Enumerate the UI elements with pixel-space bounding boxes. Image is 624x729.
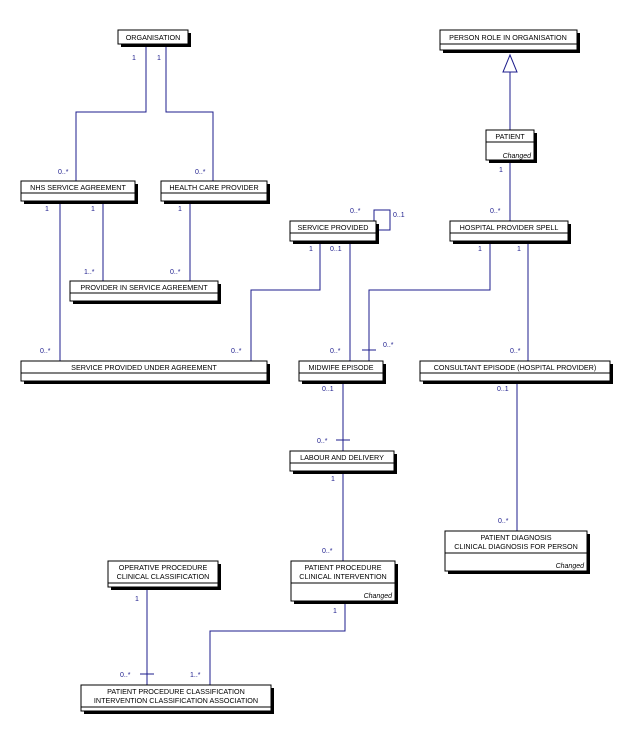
mult-lad-mw: 0..* <box>317 438 328 445</box>
class-name-nhs-service-agreement: NHS SERVICE AGREEMENT <box>30 183 126 192</box>
class-provider-in-service-agreement[interactable]: PROVIDER IN SERVICE AGREEMENT <box>69 280 221 304</box>
class-name-classification-association-line1: PATIENT PROCEDURE CLASSIFICATION <box>107 687 245 696</box>
mult-sp-self-many: 0..* <box>350 208 361 215</box>
assoc-organisation-health-care-provider <box>165 46 214 181</box>
mult-nhs-spua: 1 <box>45 206 49 213</box>
class-service-provided-under-agreement[interactable]: SERVICE PROVIDED UNDER AGREEMENT <box>20 360 270 384</box>
box <box>449 220 569 242</box>
class-labour-and-delivery[interactable]: LABOUR AND DELIVERY <box>289 450 397 474</box>
mult-ce-spell: 0..* <box>510 348 521 355</box>
class-organisation[interactable]: ORGANISATION <box>117 29 191 47</box>
class-operative-procedure[interactable]: OPERATIVE PROCEDURE CLINICAL CLASSIFICAT… <box>107 560 221 590</box>
box <box>20 360 268 382</box>
generalization-arrow <box>502 53 518 73</box>
class-name-patient-procedure-line2: CLINICAL INTERVENTION <box>299 572 386 581</box>
mult-sp-mw: 0..1 <box>330 246 342 253</box>
class-name-service-provided: SERVICE PROVIDED <box>298 223 369 232</box>
class-name-hospital-provider-spell: HOSPITAL PROVIDER SPELL <box>460 223 559 232</box>
mult-spell-many: 0..* <box>490 208 501 215</box>
class-name-operative-procedure-line2: CLINICAL CLASSIFICATION <box>117 572 210 581</box>
assoc-spell-midwife <box>368 233 491 361</box>
box <box>439 29 578 51</box>
mult-ce-diag: 0..1 <box>497 386 509 393</box>
assoc-service-provided-self <box>373 209 391 231</box>
association-lines <box>59 46 529 685</box>
mult-org-nhs: 1 <box>132 55 136 62</box>
class-consultant-episode[interactable]: CONSULTANT EPISODE (HOSPITAL PROVIDER) <box>419 360 613 384</box>
class-patient[interactable]: PATIENT Changed <box>485 129 537 163</box>
mult-spell-mw: 1 <box>478 246 482 253</box>
class-name-person-role: PERSON ROLE IN ORGANISATION <box>449 33 567 42</box>
class-patient-procedure[interactable]: PATIENT PROCEDURE CLINICAL INTERVENTION … <box>290 560 398 604</box>
mult-patient-one: 1 <box>499 167 503 174</box>
class-patient-diagnosis[interactable]: PATIENT DIAGNOSIS CLINICAL DIAGNOSIS FOR… <box>444 530 590 574</box>
box <box>485 129 535 161</box>
box <box>444 530 588 572</box>
class-note-patient: Changed <box>503 153 533 160</box>
class-midwife-episode[interactable]: MIDWIFE EPISODE <box>298 360 386 384</box>
mult-assoc-op: 0..* <box>120 672 131 679</box>
mult-diag-many: 0..* <box>498 518 509 525</box>
mult-op-one: 1 <box>135 596 139 603</box>
class-name-patient: PATIENT <box>495 132 525 141</box>
mult-mw-lad: 0..1 <box>322 386 334 393</box>
multiplicity-labels: 1 1 0..* 0..* 1 0..* 0..* 0..1 1 1 1 1..… <box>40 55 521 679</box>
mult-nhs-pisa: 1 <box>91 206 95 213</box>
class-name-service-provided-under-agreement: SERVICE PROVIDED UNDER AGREEMENT <box>71 363 217 372</box>
mult-spell-ce: 1 <box>517 246 521 253</box>
mult-spua-sp: 0..* <box>231 348 242 355</box>
mult-lad-pp: 1 <box>331 476 335 483</box>
box <box>20 180 136 202</box>
mult-pisa-nhs: 1..* <box>84 269 95 276</box>
class-name-labour-and-delivery: LABOUR AND DELIVERY <box>300 453 384 462</box>
mult-pp-one: 1 <box>333 608 337 615</box>
mult-nhs-from-org: 0..* <box>58 169 69 176</box>
box <box>419 360 611 382</box>
mult-org-hcp: 1 <box>157 55 161 62</box>
box <box>117 29 189 45</box>
mult-mw-sp: 0..* <box>330 348 341 355</box>
assoc-organisation-nhs-agreement <box>75 46 147 181</box>
box <box>69 280 219 302</box>
class-note-patient-diagnosis: Changed <box>556 563 586 570</box>
assoc-service-provided-spua <box>250 233 321 361</box>
box <box>160 180 268 202</box>
class-name-consultant-episode: CONSULTANT EPISODE (HOSPITAL PROVIDER) <box>434 363 597 372</box>
class-name-patient-procedure-line1: PATIENT PROCEDURE <box>304 563 381 572</box>
assoc-procedure-classification <box>209 601 346 685</box>
mult-sp-self-opt: 0..1 <box>393 212 405 219</box>
mult-assoc-pp: 1..* <box>190 672 201 679</box>
box <box>290 560 396 602</box>
class-name-patient-diagnosis-line2: CLINICAL DIAGNOSIS FOR PERSON <box>454 542 578 551</box>
mult-hcp-pisa: 1 <box>178 206 182 213</box>
class-name-classification-association-line2: INTERVENTION CLASSIFICATION ASSOCIATION <box>94 696 258 705</box>
class-health-care-provider[interactable]: HEALTH CARE PROVIDER <box>160 180 270 204</box>
class-classification-association[interactable]: PATIENT PROCEDURE CLASSIFICATION INTERVE… <box>80 684 274 714</box>
mult-pisa-hcp: 0..* <box>170 269 181 276</box>
box <box>298 360 384 382</box>
class-name-patient-diagnosis-line1: PATIENT DIAGNOSIS <box>480 533 551 542</box>
box <box>289 220 377 242</box>
class-name-health-care-provider: HEALTH CARE PROVIDER <box>169 183 258 192</box>
class-person-role-in-organisation[interactable]: PERSON ROLE IN ORGANISATION <box>439 29 580 53</box>
class-name-operative-procedure-line1: OPERATIVE PROCEDURE <box>119 563 208 572</box>
class-nhs-service-agreement[interactable]: NHS SERVICE AGREEMENT <box>20 180 138 204</box>
box <box>289 450 395 472</box>
mult-sp-spua: 1 <box>309 246 313 253</box>
class-name-organisation: ORGANISATION <box>126 33 181 42</box>
mult-hcp-from-org: 0..* <box>195 169 206 176</box>
class-name-midwife-episode: MIDWIFE EPISODE <box>308 363 373 372</box>
class-service-provided[interactable]: SERVICE PROVIDED <box>289 220 379 244</box>
class-hospital-provider-spell[interactable]: HOSPITAL PROVIDER SPELL <box>449 220 571 244</box>
class-note-patient-procedure: Changed <box>364 593 394 600</box>
class-name-provider-in-service-agreement: PROVIDER IN SERVICE AGREEMENT <box>80 283 208 292</box>
mult-spua-nhs: 0..* <box>40 348 51 355</box>
mult-mw-spell: 0..* <box>383 342 394 349</box>
mult-pp-lad: 0..* <box>322 548 333 555</box>
